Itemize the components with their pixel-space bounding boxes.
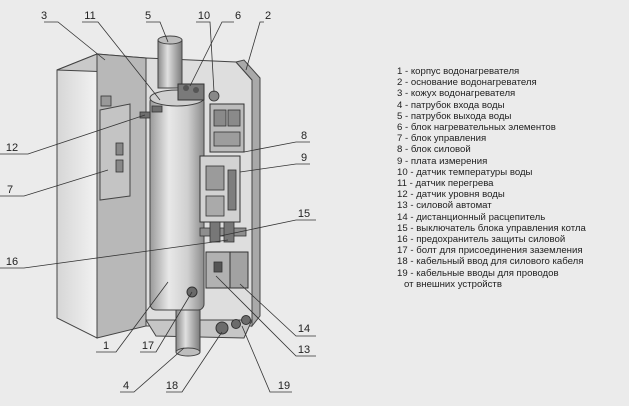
legend-item: 10 - датчик температуры воды [397,166,533,178]
callout-6: 6 [235,10,241,22]
power-unit-contactor [213,109,227,127]
legend-item: 17 - болт для присоединения заземления [397,245,583,257]
legend-continuation-text: от внешних устройств [404,278,502,290]
inlet-pipe [175,309,201,353]
leader-5 [146,21,169,43]
legend-item: 11 - датчик перегрева [397,178,494,190]
legend-item: 15 - выключатель блока управления котла [397,222,586,234]
callout-2: 2 [265,10,271,22]
overheat-sensor [151,105,163,113]
measurement-board-relay [205,195,225,217]
leader-8 [243,141,310,153]
callout-7: 7 [7,184,13,196]
legend-item: 14 - дистанционный расцепитель [397,211,546,223]
callout-13: 13 [298,344,310,356]
cover-front-panel [56,53,98,339]
leader-4 [120,347,185,393]
outlet-pipe-end [157,35,183,45]
leader-14 [239,283,316,337]
heating-element-block [177,83,205,101]
legend-item: 18 - кабельный ввод для силового кабеля [397,256,584,268]
legend-item: 3 - кожух водонагревателя [397,88,516,100]
tank-body [149,95,205,311]
leader-12 [0,114,146,155]
legend-item-continuation: от внешних устройств [397,279,627,290]
leader-lines [0,21,316,393]
callout-15: 15 [298,208,310,220]
callout-11: 11 [84,10,95,22]
base-right-flange [235,59,261,328]
control-switch [209,221,221,243]
heating-element-terminal [183,85,189,91]
leader-2 [245,21,264,71]
callout-1: 1 [103,340,109,352]
temperature-sensor [208,90,220,102]
legend-item: 1 - корпус водонагревателя [397,66,520,77]
leader-19 [241,325,292,393]
signal-cable-gland-2 [241,315,251,325]
legend-item: 9 - плата измерения [397,155,488,167]
callout-5: 5 [145,10,151,22]
remote-release [229,251,249,289]
control-unit [99,103,131,201]
legend-item: 16 - предохранитель защиты силовой [397,234,566,246]
legend-item: 13 - силовой автомат [397,200,492,212]
heating-element-terminal-2 [193,87,199,93]
din-rail [199,227,247,237]
leader-1 [96,281,169,353]
power-unit-contactor-2 [227,109,241,127]
circuit-breaker-lever [213,261,223,273]
leader-11 [82,21,161,101]
callout-18: 18 [166,380,178,392]
leader-17 [140,291,193,353]
legend-item: 19 - кабельные вводы для проводов [397,267,559,279]
leader-13 [215,275,316,357]
leader-18 [166,331,223,393]
callout-17: 17 [142,340,154,352]
callout-4: 4 [123,380,129,392]
power-fuse [223,221,235,243]
parts-legend: 1 - корпус водонагревателя 2 - основание… [397,66,627,290]
legend-item: 8 - блок силовой [397,144,471,156]
power-cable-gland [215,321,229,335]
legend-item: 2 - основание водонагревателя [397,77,537,89]
callout-3: 3 [41,10,47,22]
measurement-board-connector [227,169,237,211]
callout-9: 9 [301,152,307,164]
legend-item: 5 - патрубок выхода воды [397,110,512,122]
callout-10: 10 [198,10,210,22]
control-unit-clip [100,95,112,107]
legend-item: 6 - блок нагревательных элементов [397,122,556,134]
measurement-board-chip [205,165,225,191]
leader-7 [0,169,109,197]
leader-15 [219,219,316,237]
callout-16: 16 [6,256,18,268]
callout-12: 12 [6,142,18,154]
leader-10 [196,21,215,93]
legend-item: 7 - блок управления [397,133,487,145]
control-unit-slot [115,142,124,156]
callout-19: 19 [278,380,290,392]
outlet-pipe [157,39,183,89]
leader-6 [189,21,234,87]
callout-labels: 3 11 5 10 6 2 12 7 8 9 15 16 14 13 1 17 … [6,10,310,392]
legend-item: 4 - патрубок входа воды [397,99,505,111]
boiler-drawing [56,35,261,357]
power-unit-terminal [213,131,241,147]
callout-8: 8 [301,130,307,142]
legend-item: 12 - датчик уровня воды [397,189,505,201]
leader-16 [0,239,229,269]
leader-3 [44,21,106,61]
callout-14: 14 [298,323,310,335]
leader-9 [239,163,310,173]
control-unit-slot-2 [115,159,124,173]
signal-cable-gland [231,319,241,329]
